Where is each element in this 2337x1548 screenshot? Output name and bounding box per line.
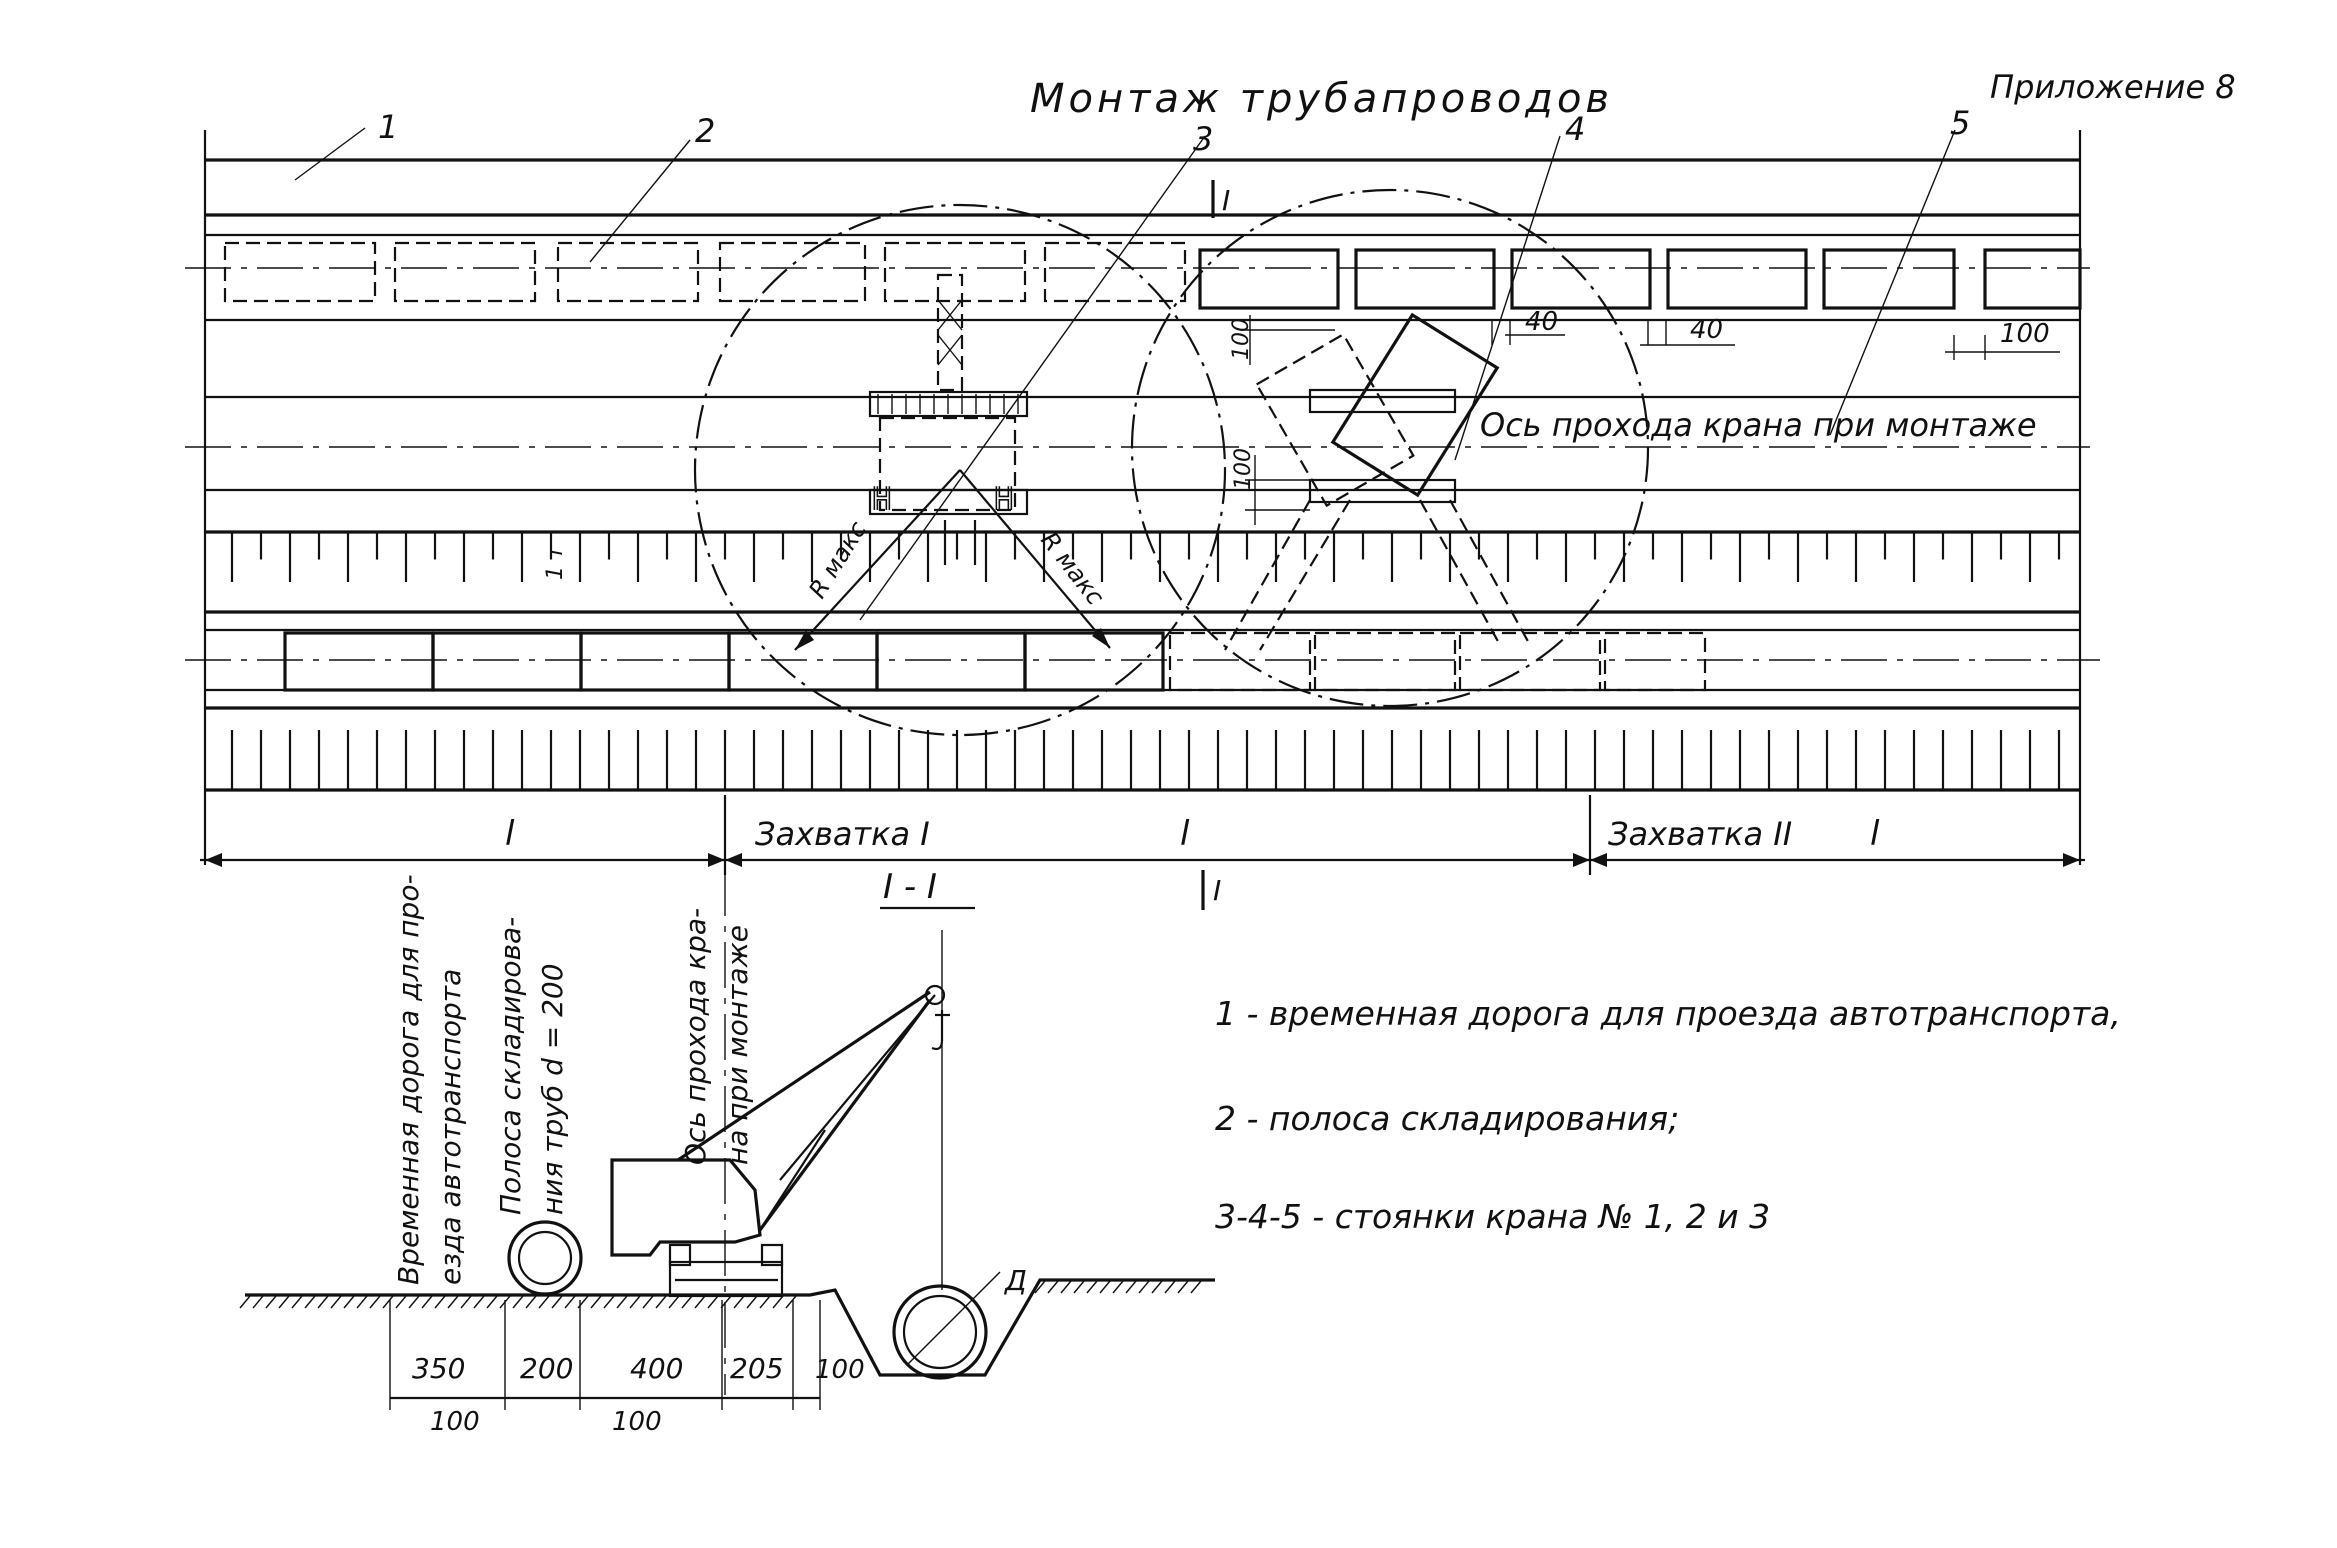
dim-100-bottom-mid: 100 <box>612 1407 662 1437</box>
callout-1: 1 <box>378 108 398 146</box>
crane-radius-circle-1 <box>693 203 1227 737</box>
pipe-diameter-label: Д <box>1003 1264 1027 1297</box>
section-mark-bottom: I <box>1201 870 1221 910</box>
road-label-line-1: Временная дорога для про- <box>392 874 425 1285</box>
axis-label-line-2: на при монтаже <box>721 925 754 1165</box>
stored-pipe <box>507 1220 583 1296</box>
legend-line-2: 2 - полоса складирования; <box>1215 1099 1679 1138</box>
crane-section <box>610 930 950 1298</box>
dim-40a: 40 <box>1525 307 1558 337</box>
road-label-line-2: езда автотранспорта <box>434 969 467 1285</box>
callout-3: 3 <box>1193 120 1213 158</box>
strip-label-line-2: ния труб d = 200 <box>536 963 569 1215</box>
dim-205: 205 <box>730 1352 783 1385</box>
dim-gap-top: 100 <box>1229 318 1254 360</box>
dim-100-right: 100 <box>815 1355 865 1385</box>
section-mark-top: I <box>1211 180 1230 218</box>
trench-pipe: Д <box>892 1264 1027 1380</box>
section-title: I - I <box>880 867 975 910</box>
dim-350: 350 <box>412 1352 465 1385</box>
section-dimensions: 350 200 400 205 100 100 100 <box>389 1300 865 1437</box>
trench-edge-hatch-upper <box>230 532 2061 582</box>
zakhvatka-1-label: Захватка I <box>755 815 930 853</box>
stage-dimension-line <box>200 795 2085 875</box>
gap-label: 1 т <box>543 545 568 580</box>
crane-position-3: ╠╣ ╠╣ <box>868 273 1029 565</box>
plan-frame <box>185 130 2100 865</box>
callout-leaders <box>294 127 1956 621</box>
dim-100-bottom-left: 100 <box>430 1407 480 1437</box>
dim-40b: 40 <box>1690 315 1723 345</box>
stage-length-2: l <box>1180 814 1190 854</box>
crane-hook-glyph-a: ╠╣ <box>870 486 894 510</box>
ground-profile <box>245 1278 1215 1377</box>
zakhvatka-2-label: Захватка II <box>1608 815 1792 853</box>
storage-strip-pipes <box>223 241 2082 310</box>
dim-200: 200 <box>520 1352 573 1385</box>
callout-5: 5 <box>1950 104 1970 142</box>
ground-hatch <box>239 1280 1202 1309</box>
svg-text:I - I: I - I <box>883 867 937 907</box>
legend-line-1: 1 - временная дорога для проезда автотра… <box>1215 994 2121 1033</box>
callout-4: 4 <box>1565 110 1585 148</box>
plan-dimensions: 100 100 40 40 100 <box>1229 307 2060 525</box>
r-max-radii: R макс R макс 1 т <box>543 469 1111 651</box>
dim-400: 400 <box>630 1352 683 1385</box>
stage-length-1: l <box>505 814 515 854</box>
crane-axis-label: Ось прохода крана при монтаже <box>1480 406 2037 444</box>
axis-label-line-1: Ось прохода кра- <box>679 908 712 1165</box>
trench-pipes <box>283 631 1707 692</box>
trench-edge-hatch-lower <box>230 730 2061 790</box>
crane-position-4 <box>1224 312 1531 651</box>
drawing-title: Монтаж трубапроводов <box>1030 76 1613 122</box>
r-max-label-left: R макс <box>803 516 872 603</box>
appendix-label: Приложение 8 <box>1990 68 2236 106</box>
dim-gap-mid: 100 <box>1231 448 1256 490</box>
stage-length-3: l <box>1870 814 1880 854</box>
svg-text:I: I <box>1222 184 1230 217</box>
legend-line-3: 3-4-5 - стоянки крана № 1, 2 и 3 <box>1215 1197 1770 1236</box>
svg-text:I: I <box>1213 874 1221 907</box>
dim-100: 100 <box>2000 319 2050 349</box>
crane-radius-circle-2 <box>1130 188 1650 708</box>
crane-hook-glyph-b: ╠╣ <box>992 486 1016 510</box>
strip-label-line-1: Полоса складирова- <box>494 917 527 1215</box>
callout-2: 2 <box>695 112 715 150</box>
